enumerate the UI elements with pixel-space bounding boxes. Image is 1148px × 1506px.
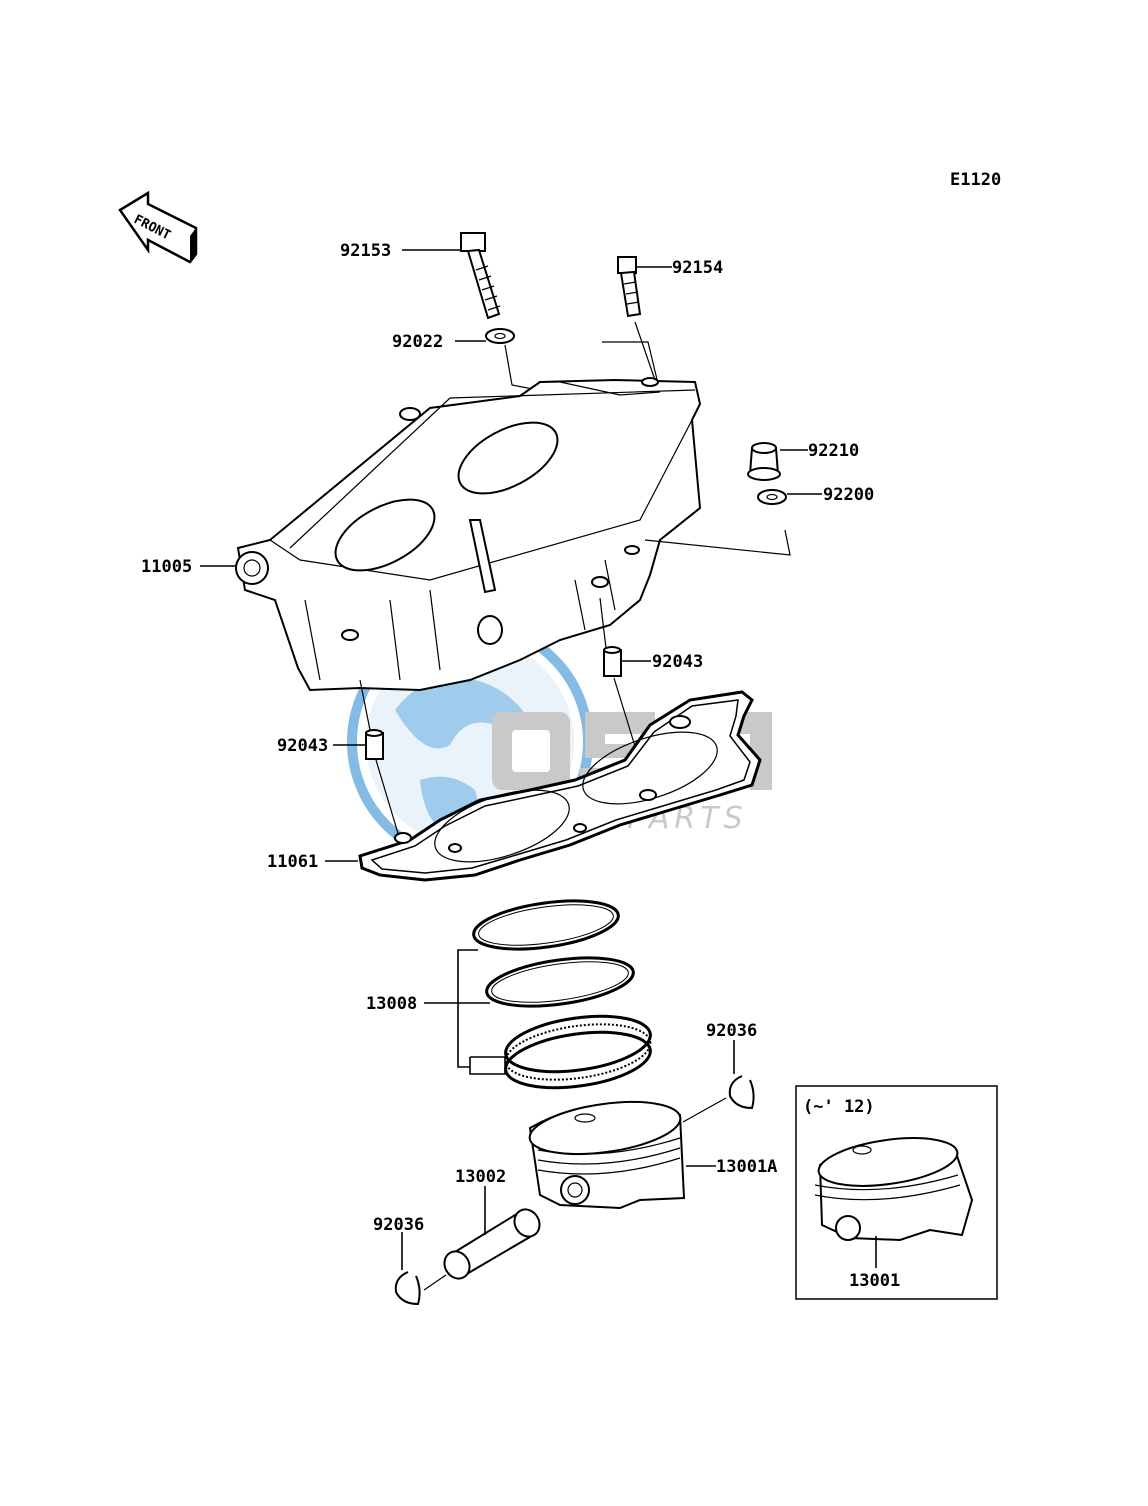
callout-11061: 11061 xyxy=(267,852,318,872)
piston-rings-13008 xyxy=(472,899,652,1090)
inset-label: (~' 12) xyxy=(803,1097,875,1117)
diagram-code: E1120 xyxy=(950,170,1001,190)
collar-92210 xyxy=(747,442,781,481)
callout-92022: 92022 xyxy=(392,332,443,352)
callout-92154: 92154 xyxy=(672,258,723,278)
leader-circlip-piston xyxy=(682,1097,727,1123)
callout-13002: 13002 xyxy=(455,1167,506,1187)
callout-11005: 11005 xyxy=(141,557,192,577)
leader-dowel-left-down xyxy=(375,759,401,841)
leader-circlip-pin xyxy=(423,1274,447,1291)
circlip-92036-right xyxy=(728,1075,755,1110)
bolt-92154 xyxy=(617,256,642,318)
leader-dowel-left-up xyxy=(359,679,371,731)
callout-13001: 13001 xyxy=(849,1271,900,1291)
callout-92200: 92200 xyxy=(823,485,874,505)
leader-collar-bracket xyxy=(644,529,791,556)
circlip-92036-left xyxy=(394,1271,421,1306)
dowel-92043-left xyxy=(365,729,384,760)
callout-92036-right: 92036 xyxy=(706,1021,757,1041)
cylinder-block-11005 xyxy=(235,377,702,692)
leader-dowel-up xyxy=(599,597,607,649)
watermark-continent xyxy=(395,678,535,749)
washer-92022 xyxy=(485,328,515,344)
washer-92200 xyxy=(757,489,787,505)
gasket-11061 xyxy=(358,690,762,882)
front-arrow-icon: FRONT xyxy=(118,190,198,264)
dowel-92043-right xyxy=(603,646,622,677)
callout-92036-left: 92036 xyxy=(373,1215,424,1235)
callout-92043-right: 92043 xyxy=(652,652,703,672)
callout-92153: 92153 xyxy=(340,241,391,261)
bolt-92153 xyxy=(460,232,501,320)
piston-13001A xyxy=(528,1100,686,1210)
watermark-letter-o-hole xyxy=(512,730,550,772)
piston-pin-13002 xyxy=(443,1208,541,1280)
callout-13008: 13008 xyxy=(366,994,417,1014)
callout-13001A: 13001A xyxy=(716,1157,777,1177)
leader-bolt-bracket-2 xyxy=(602,341,661,393)
callout-92043-left: 92043 xyxy=(277,736,328,756)
inset-box: (~' 12) 13001 xyxy=(795,1085,998,1300)
leader-13008 xyxy=(457,949,506,1075)
piston-13001 xyxy=(814,1137,974,1242)
callout-92210: 92210 xyxy=(808,441,859,461)
